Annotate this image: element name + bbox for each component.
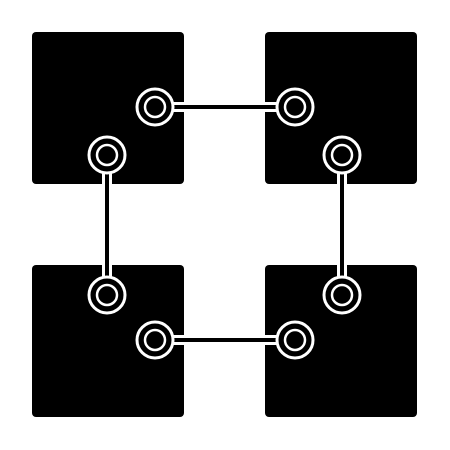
connectors	[105, 105, 344, 342]
node-top-left-h	[135, 87, 175, 127]
nodes	[87, 87, 362, 360]
block-bottom-right	[265, 265, 417, 417]
node-right-bottom-v	[322, 275, 362, 315]
node-left-top-v	[87, 135, 127, 175]
node-right-top-v	[322, 135, 362, 175]
node-left-bottom-v	[87, 275, 127, 315]
node-bottom-left-h	[135, 320, 175, 360]
block-top-left	[32, 32, 184, 184]
block-bottom-left	[32, 265, 184, 417]
node-top-right-h	[275, 87, 315, 127]
block-top-right	[265, 32, 417, 184]
blocks-group	[32, 32, 417, 417]
node-bottom-right-h	[275, 320, 315, 360]
